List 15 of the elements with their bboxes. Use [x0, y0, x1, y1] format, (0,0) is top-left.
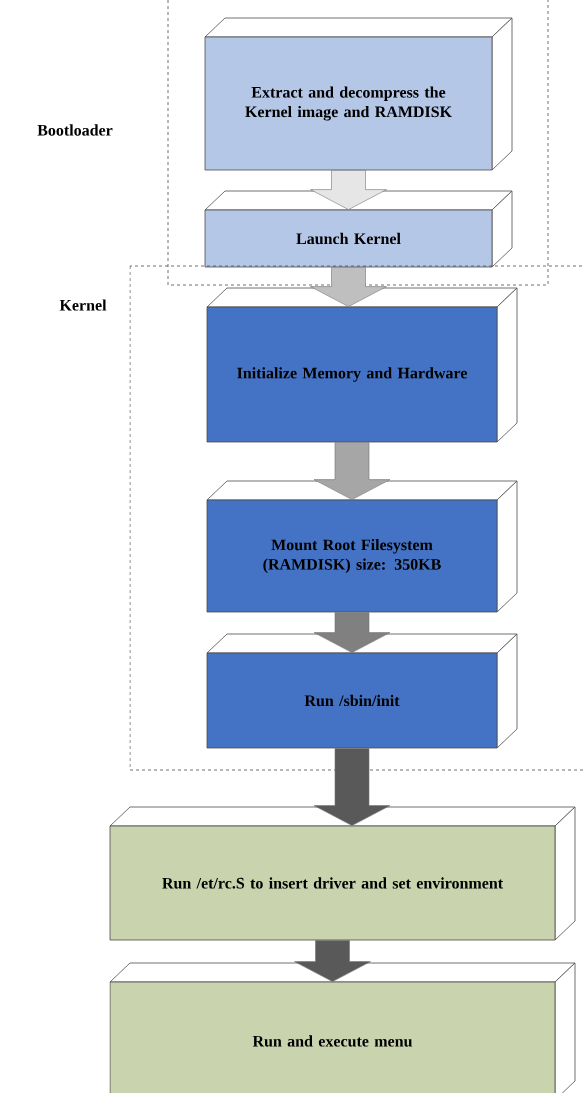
process-box: Extract and decompress the Kernel image and RAMDISK — [204, 17, 513, 171]
process-box: Initialize Memory and Hardware — [206, 287, 518, 443]
block-arrow — [313, 612, 391, 653]
process-box: Run /et/rc.S to insert driver and set environment — [109, 806, 576, 941]
node-label: Bootloader — [37, 124, 113, 136]
block-arrow — [313, 748, 391, 826]
block-arrow — [313, 442, 391, 500]
process-box: Mount Root Filesystem (RAMDISK) size: 350KB — [206, 480, 518, 613]
block-arrow — [294, 940, 371, 982]
block-arrow — [310, 170, 387, 210]
node-label: Kernel — [59, 299, 107, 311]
process-box: Launch Kernel — [204, 190, 513, 268]
block-arrow — [310, 267, 387, 307]
process-box: Run /sbin/init — [206, 633, 518, 749]
process-box: Run and execute menu — [109, 962, 576, 1093]
